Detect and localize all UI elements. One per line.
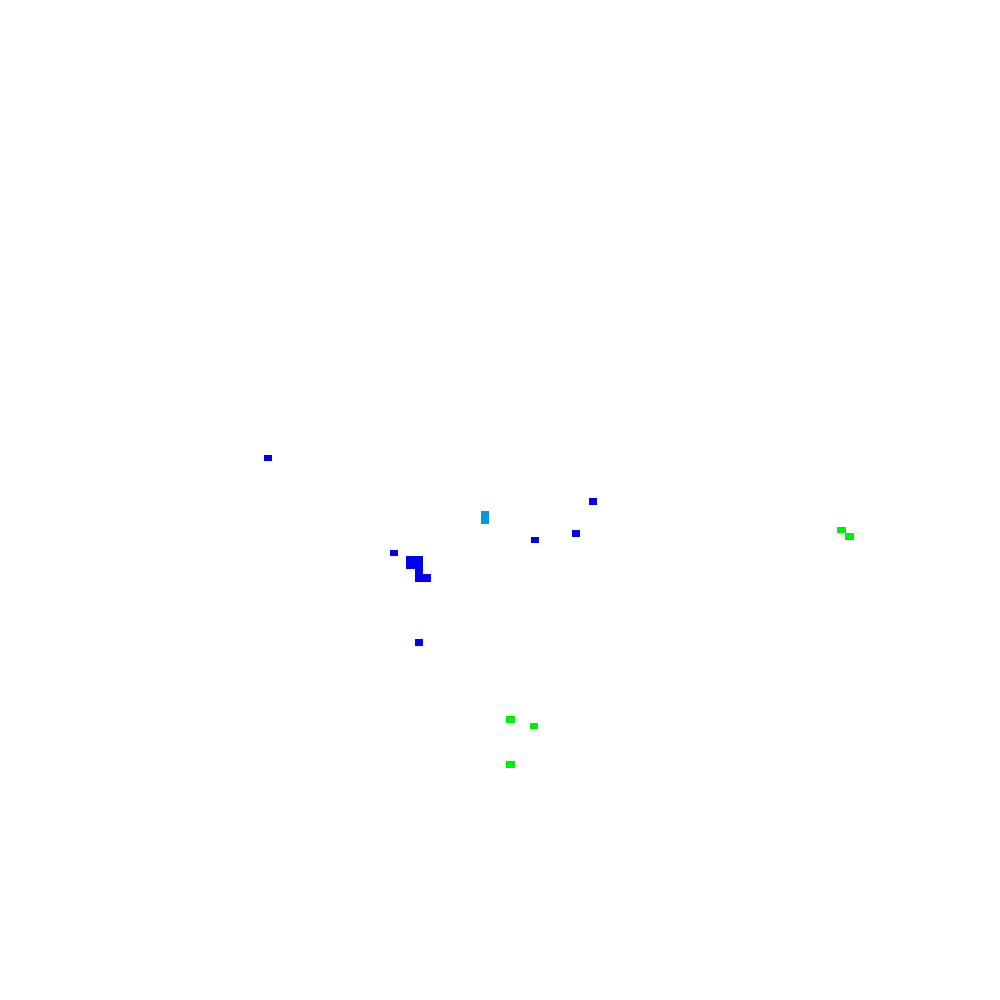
blue-mark-1 — [264, 455, 272, 461]
blue-mark-7 — [415, 568, 423, 575]
green-mark-2 — [845, 533, 854, 540]
blue-mark-2 — [589, 498, 597, 505]
blue-mark-8 — [415, 574, 431, 582]
blue-mark-5 — [390, 550, 398, 556]
green-mark-5 — [506, 761, 515, 768]
green-mark-3 — [506, 716, 515, 723]
light-blue-mark-1 — [481, 511, 489, 524]
green-mark-1 — [837, 527, 846, 533]
blue-mark-9 — [415, 639, 423, 646]
blue-mark-6 — [406, 556, 423, 569]
green-mark-4 — [530, 723, 538, 729]
blue-mark-3 — [572, 530, 580, 537]
blue-mark-4 — [531, 537, 539, 543]
